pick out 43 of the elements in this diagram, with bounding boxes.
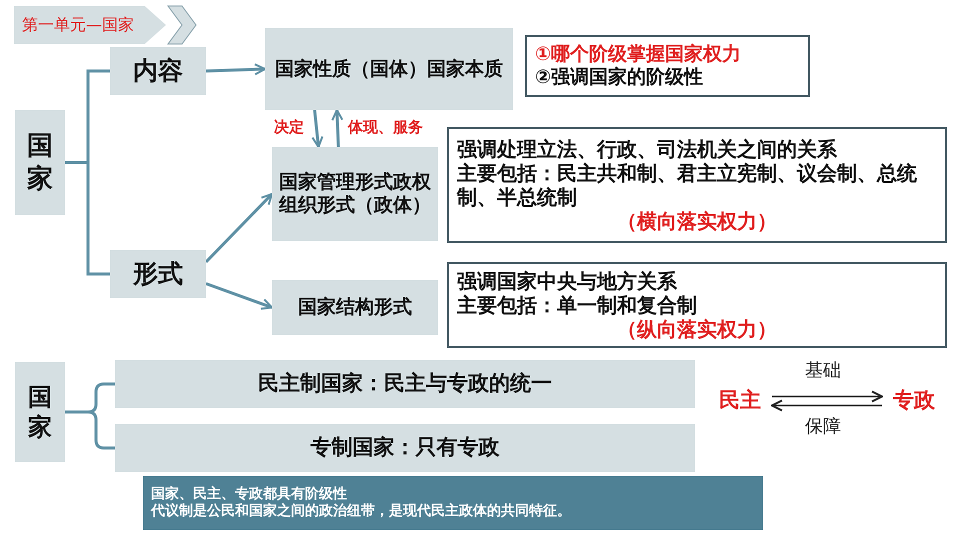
box-text: 内容 [133, 56, 183, 86]
arrow [206, 63, 266, 76]
box-text: ②强调国家的阶级性 [535, 66, 704, 89]
arrow [331, 109, 344, 148]
box-text: 专制国家：只有专政 [310, 435, 500, 461]
arrow [771, 400, 882, 412]
box-text: 主要包括：单一制和复合制 [457, 293, 698, 317]
box-text: 民主制国家：民主与专政的统一 [258, 371, 552, 397]
arrow [772, 390, 883, 402]
edge-label: 体现、服务 [346, 118, 425, 137]
category-box [110, 250, 206, 298]
note-box [525, 35, 810, 97]
box-text: ①哪个阶级掌握国家权力 [535, 43, 742, 66]
concept-box [272, 280, 438, 335]
edge-label: 决定 [272, 118, 306, 137]
box-text: 国家结构形式 [298, 296, 412, 319]
note-box [447, 127, 947, 243]
category-text: 国家 [27, 130, 53, 195]
concept-label: 民主 [712, 386, 768, 416]
box-text: 强调国家中央与地方关系 [457, 269, 678, 293]
arrow [311, 110, 324, 148]
box-text: 国家管理形式政权组织形式（政体） [278, 171, 432, 217]
note-box [447, 262, 947, 348]
concept-box [272, 147, 438, 241]
box-text: 强调处理立法、行政、司法机关之间的关系 [457, 137, 838, 161]
category-box [15, 110, 65, 215]
state-type-bar [115, 360, 695, 408]
arrow [204, 192, 274, 264]
box-text: 主要包括：民主共和制、君主立宪制、议会制、总统制、半总统制 [457, 161, 918, 209]
category-box [15, 362, 65, 462]
arrow [205, 282, 273, 310]
box-text: 形式 [133, 259, 183, 289]
category-text: 国家 [28, 382, 52, 442]
concept-box [265, 28, 513, 110]
state-type-bar [115, 424, 695, 472]
box-text: （横向落实权力） [616, 209, 778, 233]
category-box [110, 47, 206, 95]
box-text: 代议制是公民和国家之间的政治纽带，是现代民主政体的共同特征。 [151, 503, 572, 520]
box-text: （纵向落实权力） [616, 317, 778, 341]
concept-label: 专政 [886, 386, 942, 416]
summary-banner [143, 476, 763, 530]
box-text: 国家性质（国体）国家本质 [275, 58, 503, 80]
box-text: 国家、民主、专政都具有阶级性 [151, 486, 348, 502]
